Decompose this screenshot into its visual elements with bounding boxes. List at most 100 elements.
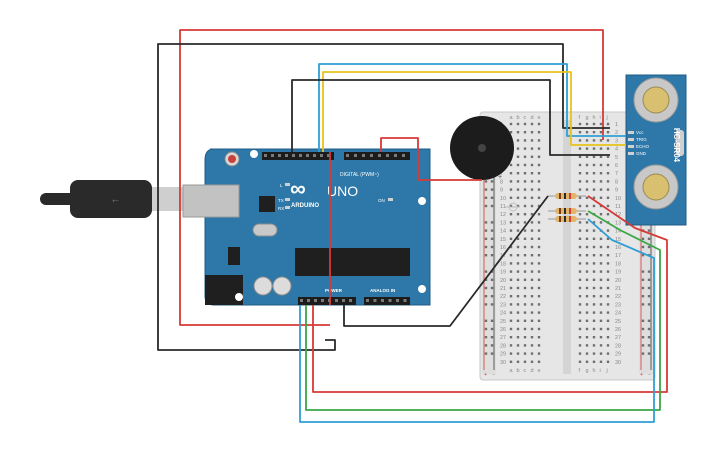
breadboard-hole (592, 352, 596, 355)
power-header[interactable] (298, 297, 356, 305)
rail-hole (641, 303, 645, 306)
wire-black-buzzer[interactable] (343, 195, 549, 327)
rail-hole (490, 303, 494, 306)
wires[interactable] (157, 29, 668, 423)
row-number: 14 (615, 229, 621, 235)
wire-blue-top[interactable] (318, 63, 626, 152)
breadboard-hole (585, 188, 589, 191)
breadboard-hole (523, 139, 527, 142)
digital-header-low[interactable] (344, 152, 410, 160)
row-number: 26 (615, 327, 621, 333)
breadboard-hole (523, 131, 527, 134)
capacitor-2 (272, 276, 292, 296)
breadboard-hole (592, 155, 596, 158)
column-letter: a (510, 115, 514, 121)
column-letter: j (606, 368, 608, 374)
wire-yellow-top[interactable] (322, 71, 626, 152)
rail-hole (641, 237, 645, 240)
breadboard-hole (606, 204, 610, 208)
rail-hole (484, 204, 488, 208)
rail-hole (490, 254, 494, 257)
breadboard-hole (537, 221, 541, 224)
sensor-model-label: HC-SR04 (672, 128, 681, 163)
breadboard-hole (530, 311, 534, 314)
breadboard-hole (592, 319, 596, 322)
breadboard-hole (509, 311, 513, 314)
wire-black-inner[interactable] (291, 79, 610, 156)
breadboard-hole (585, 131, 589, 134)
resistor-2[interactable] (548, 208, 586, 214)
usb-cable[interactable] (40, 193, 76, 205)
breadboard-hole (509, 131, 513, 134)
header-pin (278, 154, 281, 157)
led[interactable] (505, 202, 520, 212)
breadboard-hole (530, 147, 534, 150)
breadboard-hole (523, 311, 527, 314)
breadboard-hole (599, 254, 603, 257)
arduino-uno-board[interactable]: ⭠ ∞ ARDUINO UNO DIGITAL (PWM~) L TX RX O… (40, 148, 431, 306)
row-number: 13 (500, 220, 506, 226)
breadboard-hole (537, 139, 541, 142)
row-number: 11 (615, 204, 621, 210)
breadboard-hole (530, 204, 534, 208)
breadboard-hole (578, 254, 582, 257)
digital-header-high[interactable] (262, 152, 334, 160)
wire-black-outer[interactable] (157, 43, 610, 351)
wire-blue-bottom[interactable] (299, 218, 655, 423)
wire-red-5v[interactable] (380, 137, 482, 181)
wire-red-power[interactable] (312, 195, 668, 393)
wire-red-top[interactable] (179, 29, 604, 326)
rail-hole (641, 327, 645, 331)
column-letter: e (538, 115, 541, 121)
header-pin (335, 299, 338, 302)
row-number: 22 (500, 294, 506, 300)
breadboard-hole (523, 303, 527, 306)
breadboard-hole (578, 336, 582, 339)
row-number: 19 (500, 270, 506, 276)
mount-hole-1 (250, 150, 258, 158)
row-number: 8 (500, 179, 503, 185)
breadboard-hole (530, 286, 534, 290)
row-number: 11 (500, 204, 506, 210)
breadboard-hole (578, 122, 582, 126)
rail-hole (484, 196, 488, 199)
rail-hole (484, 245, 488, 249)
breadboard-hole (585, 336, 589, 339)
rail-hole (484, 303, 488, 306)
breadboard-hole (606, 155, 610, 158)
breadboard-hole (578, 163, 582, 167)
breadboard-hole (537, 278, 541, 281)
rail-hole (484, 327, 488, 331)
column-letter: i (600, 368, 601, 374)
resistor-1[interactable] (548, 193, 586, 199)
breadboard-hole (585, 360, 589, 363)
breadboard-hole (606, 262, 610, 265)
wire-green[interactable] (305, 210, 661, 411)
row-number: 25 (615, 319, 621, 325)
breadboard-hole (516, 344, 520, 347)
breadboard-hole (578, 204, 582, 208)
breadboard-hole (530, 270, 534, 273)
breadboard-hole (599, 139, 603, 142)
analog-header[interactable] (364, 297, 410, 305)
rail-hole (490, 295, 494, 298)
breadboard-hole (509, 254, 513, 257)
breadboard-hole (530, 139, 534, 142)
breadboard-hole (537, 254, 541, 257)
breadboard-hole (530, 344, 534, 347)
rail-hole (641, 352, 645, 355)
resistor-3[interactable] (548, 216, 586, 222)
row-number: 14 (500, 229, 506, 235)
breadboard-hole (509, 172, 513, 175)
breadboard-hole (578, 229, 582, 232)
breadboard-hole (509, 319, 513, 322)
usb-plug[interactable] (70, 180, 152, 218)
breadboard-hole (592, 286, 596, 290)
piezo-buzzer[interactable]: + (450, 116, 514, 181)
column-letter: g (586, 368, 589, 374)
breadboard-hole (530, 336, 534, 339)
rail-hole (647, 319, 651, 322)
reset-button[interactable] (228, 155, 236, 163)
